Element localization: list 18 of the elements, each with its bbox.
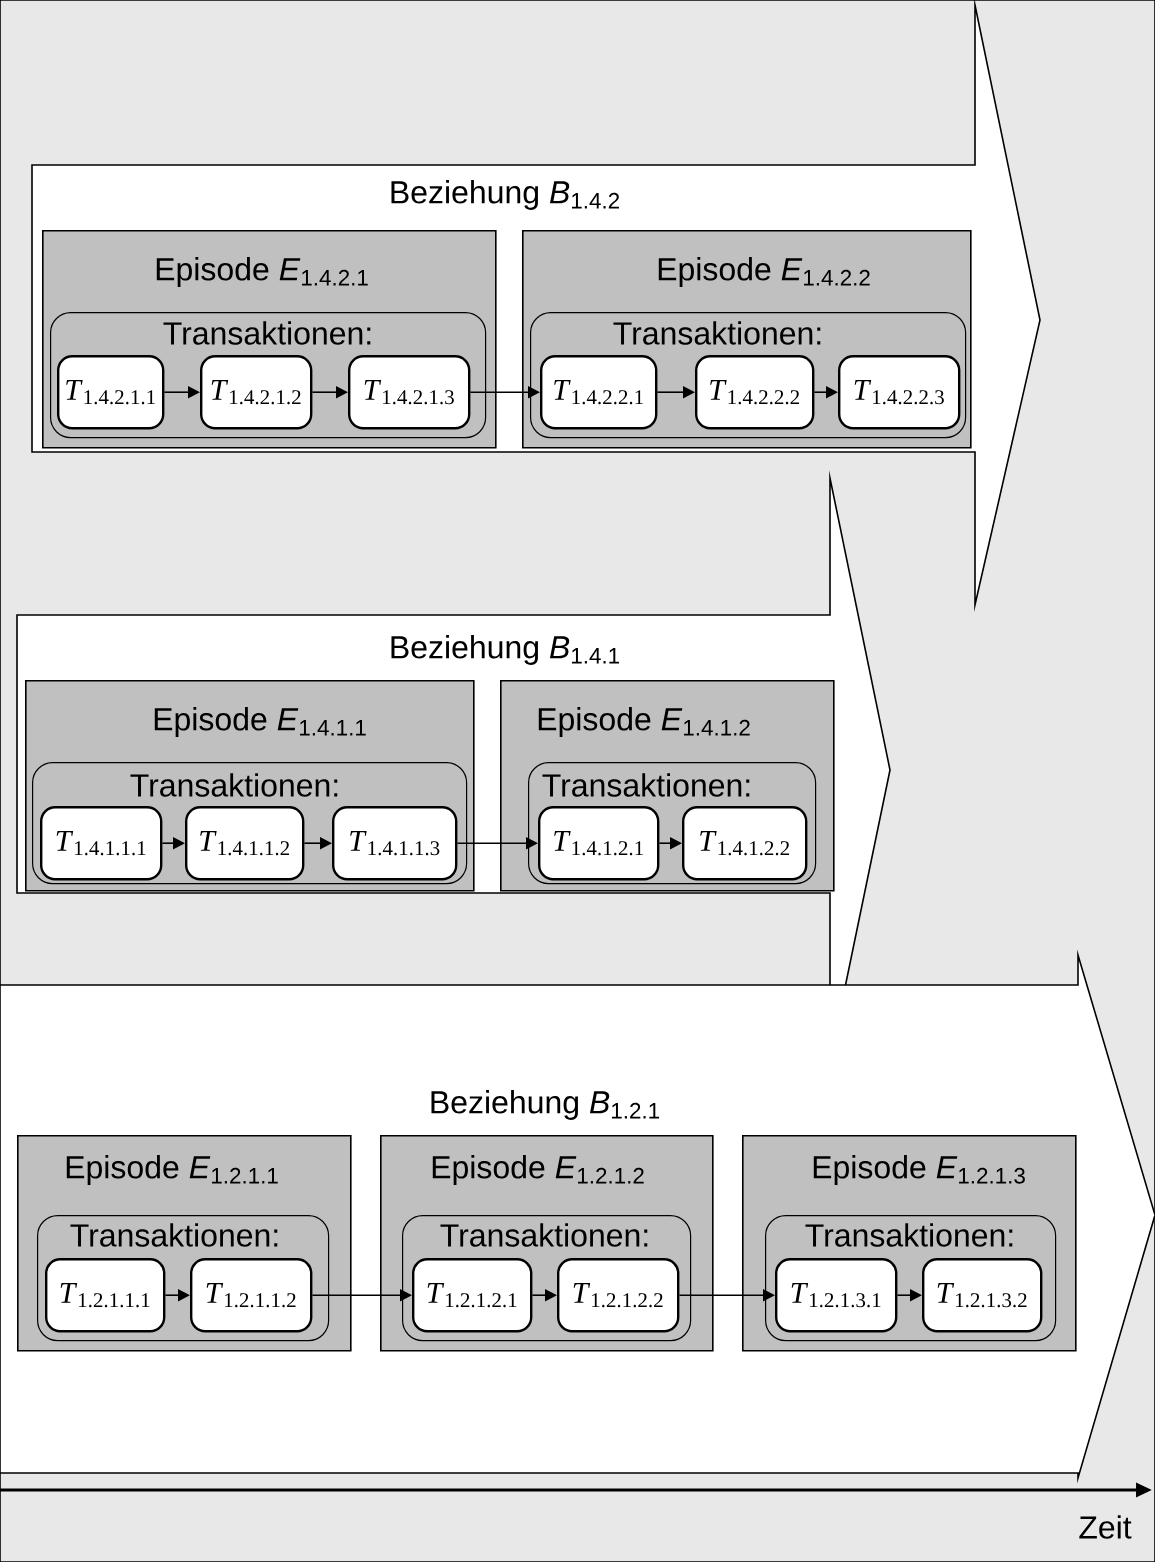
transaction-box: T$_{1.4.1.1.1}$ xyxy=(40,806,163,881)
axis-label: Zeit xyxy=(1079,1515,1132,1539)
transaction-box: T$_{1.4.2.1.2}$ xyxy=(200,355,313,430)
transaction-box: T$_{1.4.1.1.2}$ xyxy=(185,806,305,881)
transaction-box: T$_{1.4.2.2.1}$ xyxy=(540,355,658,430)
transaction-box: T$_{1.4.2.1.1}$ xyxy=(57,355,165,430)
transaction-box: T$_{1.4.1.2.1}$ xyxy=(538,806,660,881)
transaction-box: T$_{1.2.1.2.1}$ xyxy=(412,1258,533,1333)
transaction-box: T$_{1.4.2.1.3}$ xyxy=(348,355,471,430)
transaction-box: T$_{1.4.2.2.2}$ xyxy=(695,355,815,430)
transaction-box: T$_{1.2.1.2.2}$ xyxy=(557,1258,680,1333)
transaction-box: T$_{1.2.1.1.2}$ xyxy=(190,1258,313,1333)
transaction-box: T$_{1.2.1.3.1}$ xyxy=(775,1258,898,1333)
transaction-box: T$_{1.4.1.1.3}$ xyxy=(332,806,458,881)
transaction-box: T$_{1.4.1.2.2}$ xyxy=(682,806,808,881)
transaction-box: T$_{1.2.1.1.1}$ xyxy=(45,1258,166,1333)
transaction-box: T$_{1.2.1.3.2}$ xyxy=(922,1258,1043,1333)
transaction-box: T$_{1.4.2.2.3}$ xyxy=(838,355,961,430)
